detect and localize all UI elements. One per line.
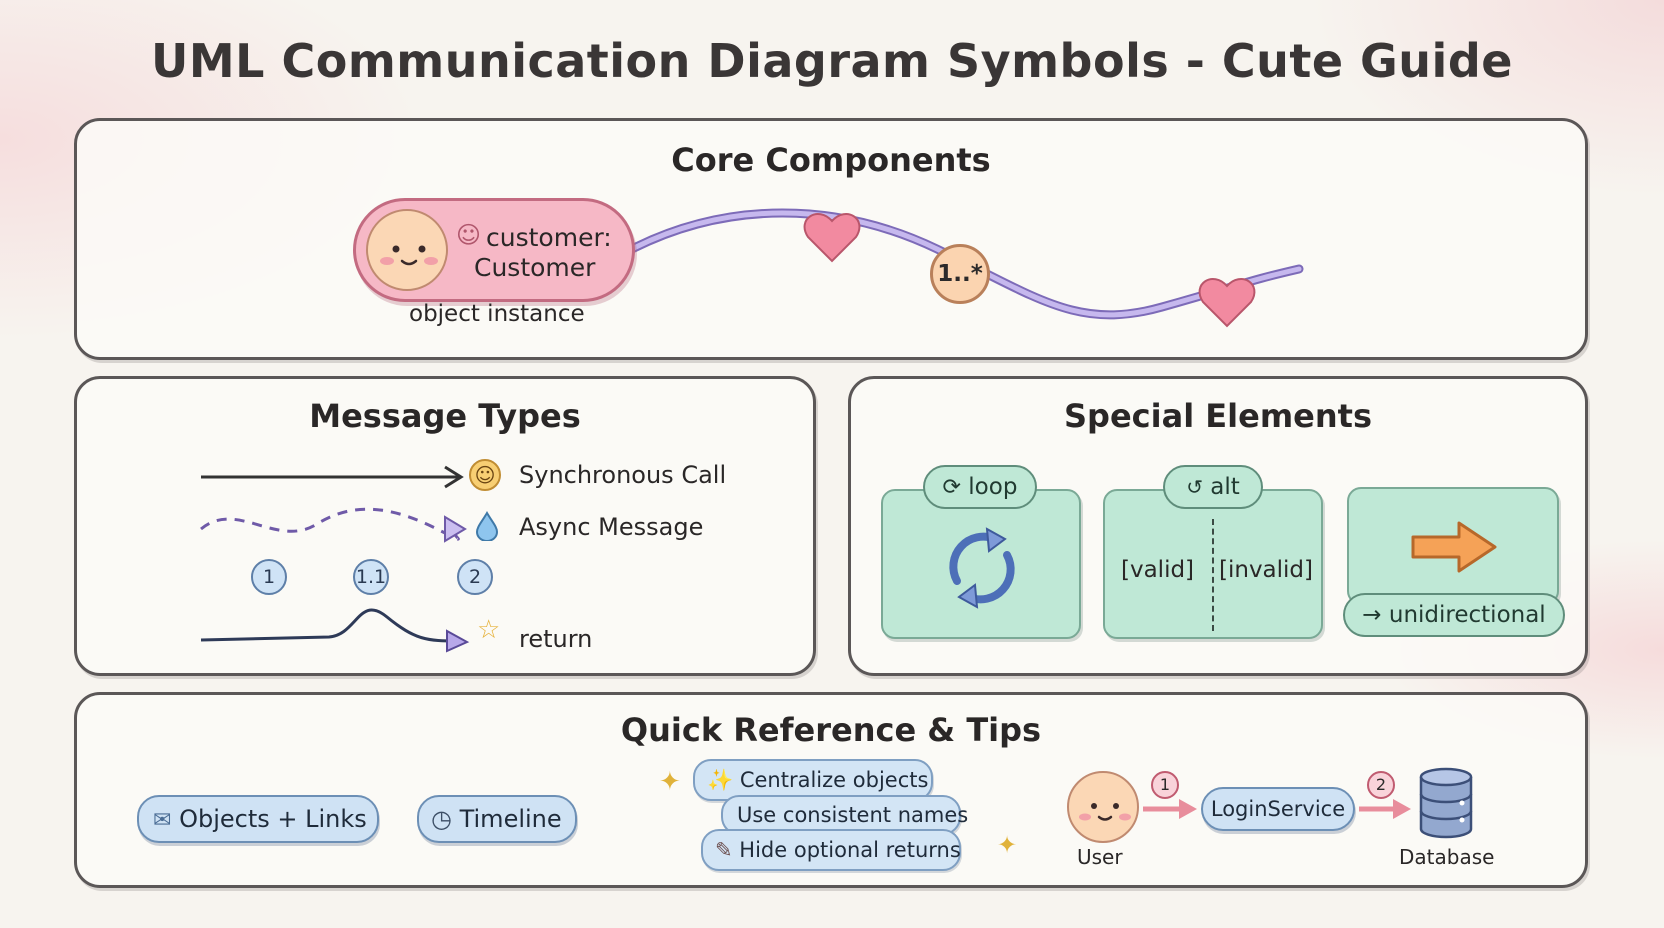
special-elements-panel: Special Elements ⟳ loop ↺ alt [valid] [i…	[848, 376, 1588, 676]
sync-arrowhead	[444, 465, 464, 489]
unidirectional-tag: → unidirectional	[1343, 593, 1565, 637]
async-arrowhead	[444, 515, 467, 543]
branch-icon: ↺	[1186, 475, 1203, 499]
sequence-number-1-1: 1.1	[353, 559, 389, 595]
async-message-label: Async Message	[519, 513, 704, 541]
object-name-line2: Customer	[474, 253, 596, 282]
tips-panel: Quick Reference & Tips ✉ Objects + Links…	[74, 692, 1588, 888]
page-title: UML Communication Diagram Symbols - Cute…	[151, 34, 1513, 88]
objects-links-label: Objects + Links	[179, 805, 367, 833]
object-instance[interactable]: ☺ customer: Customer	[353, 198, 635, 302]
magic-sparkles-icon: ✨	[707, 768, 734, 792]
tip1-label: Centralize objects	[739, 768, 929, 792]
message-types-panel: Message Types ☺ Synchronous Call Async M…	[74, 376, 816, 676]
database-icon	[1417, 767, 1475, 839]
alt-tag: ↺ alt	[1163, 465, 1263, 509]
tip-hide-returns: ✎ Hide optional returns	[701, 829, 961, 871]
alt-divider	[1212, 519, 1214, 631]
magic-wand-icon: ✎	[715, 838, 733, 862]
sparkle-icon: ✦	[659, 767, 681, 797]
objects-links-pill[interactable]: ✉ Objects + Links	[137, 795, 379, 843]
timeline-label: Timeline	[459, 805, 562, 833]
user-avatar-icon	[1067, 771, 1139, 843]
example-arrows	[1143, 799, 1411, 819]
heart-icon	[1198, 278, 1256, 328]
cat-face-icon: ☺	[456, 221, 482, 249]
heart-icon	[803, 213, 861, 263]
association-link	[627, 208, 1304, 328]
step2-arrowhead	[1393, 799, 1411, 819]
return-arrow-line	[200, 608, 460, 643]
envelope-icon: ✉	[153, 808, 172, 833]
alt-label: alt	[1210, 474, 1240, 500]
object-instance-caption: object instance	[409, 301, 585, 327]
message-arrows	[200, 465, 470, 653]
special-elements-heading: Special Elements	[1064, 397, 1372, 435]
step1-arrowhead	[1179, 799, 1197, 819]
alt-guard-valid: [valid]	[1121, 557, 1195, 583]
timeline-pill[interactable]: ◷ Timeline	[417, 795, 577, 843]
loop-label: loop	[968, 474, 1018, 500]
async-arrow-line	[200, 507, 460, 541]
sequence-number-1: 1	[251, 559, 287, 595]
core-components-panel: Core Components ☺ customer: Customer obj…	[74, 118, 1588, 360]
star-icon: ☆	[477, 615, 501, 645]
loop-frame	[881, 489, 1081, 639]
tip3-label: Hide optional returns	[739, 838, 961, 862]
water-drop-icon	[475, 511, 499, 542]
database-label: Database	[1399, 845, 1495, 869]
core-components-heading: Core Components	[671, 141, 991, 179]
return-arrowhead	[446, 629, 470, 653]
sequence-number-2: 2	[457, 559, 493, 595]
cycle-arrows-icon	[937, 523, 1027, 613]
clock-icon: ◷	[431, 805, 452, 833]
multiplicity-badge: 1..*	[930, 244, 990, 304]
login-service-node[interactable]: LoginService	[1201, 787, 1355, 831]
sync-call-label: Synchronous Call	[519, 461, 727, 489]
loop-tag: ⟳ loop	[923, 465, 1037, 509]
step1-badge: 1	[1151, 771, 1179, 799]
alt-guard-invalid: [invalid]	[1219, 557, 1313, 583]
tips-heading: Quick Reference & Tips	[620, 711, 1042, 749]
smiley-icon: ☺	[469, 459, 501, 491]
smiley-face-icon	[366, 209, 448, 291]
orange-arrow-icon	[1409, 519, 1499, 575]
message-types-heading: Message Types	[309, 397, 581, 435]
tip2-label: Use consistent names	[737, 803, 969, 827]
object-name-line1: customer:	[486, 223, 612, 252]
step2-badge: 2	[1367, 771, 1395, 799]
return-label: return	[519, 625, 593, 653]
refresh-icon: ⟳	[942, 475, 961, 500]
sparkle-icon: ✦	[997, 831, 1018, 859]
user-label: User	[1077, 845, 1123, 869]
